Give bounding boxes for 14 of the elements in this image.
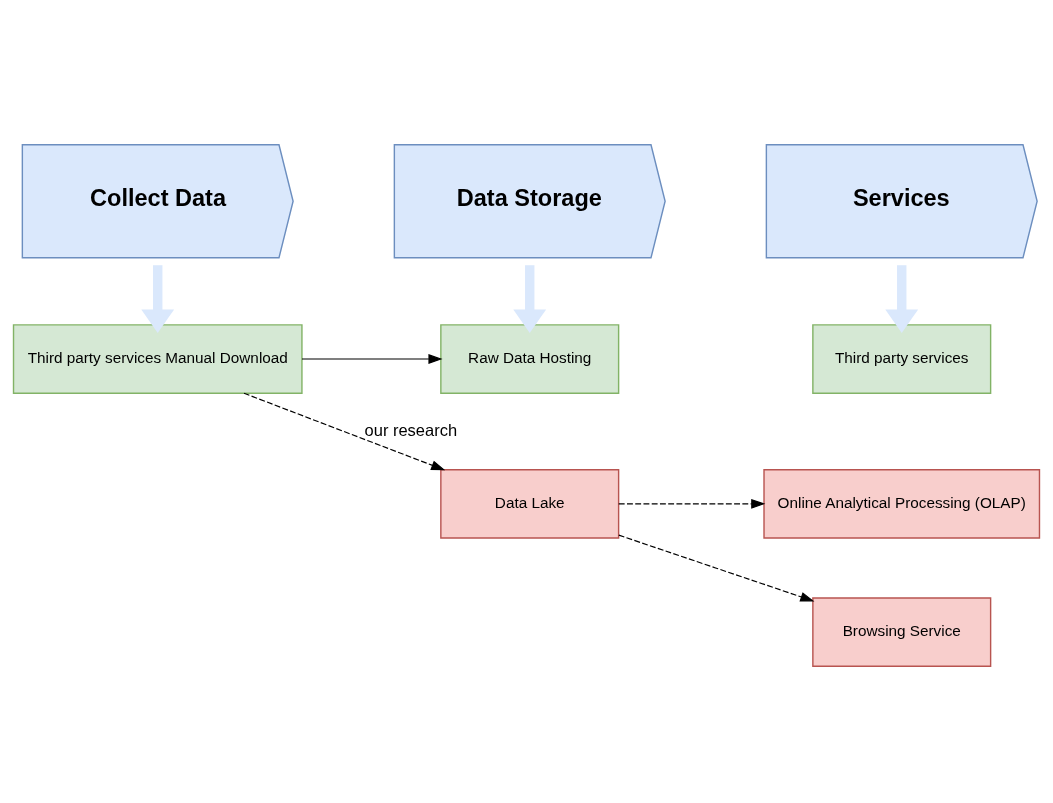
node-box: Data Lake	[440, 468, 620, 539]
arrow	[141, 264, 175, 333]
node-box: Raw Data Hosting	[440, 323, 620, 394]
arrow	[618, 534, 815, 602]
node-box: Browsing Service	[812, 596, 992, 667]
node-box: Third party services	[812, 323, 992, 394]
arrow	[243, 392, 446, 470]
arrow	[301, 353, 443, 364]
arrow	[513, 264, 547, 333]
arrow	[885, 264, 919, 333]
arrow	[618, 498, 766, 509]
edge-label: our research	[364, 420, 458, 439]
node-box: Online Analytical Processing (OLAP)	[763, 468, 1041, 539]
node-box: Third party services Manual Download	[12, 323, 303, 394]
